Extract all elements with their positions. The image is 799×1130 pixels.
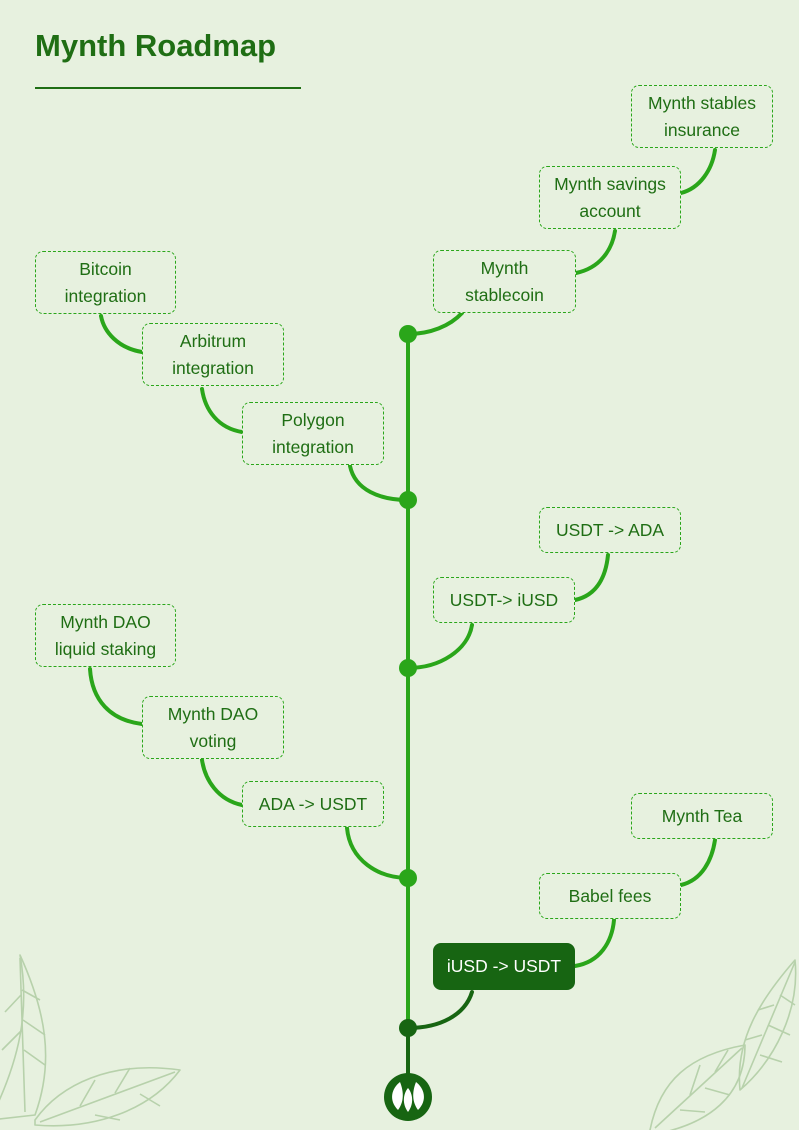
milestone-mynth-dao-liquid-staking: Mynth DAO liquid staking <box>35 604 176 667</box>
milestone-label: Babel fees <box>568 885 652 906</box>
milestone-label: Mynth DAO liquid staking <box>54 611 157 659</box>
junction-node <box>399 869 417 887</box>
milestone-label: Arbitrum integration <box>172 330 254 378</box>
connector-ada-usdt <box>345 826 410 880</box>
decorative-leaves-icon <box>0 954 797 1130</box>
milestone-ada-usdt: ADA -> USDT <box>242 781 384 827</box>
milestone-mynth-tea: Mynth Tea <box>631 793 773 839</box>
milestone-iusd-usdt: iUSD -> USDT <box>433 943 575 990</box>
page-title: Mynth Roadmap <box>35 28 277 63</box>
milestone-bitcoin-integration: Bitcoin integration <box>35 251 176 314</box>
junction-node <box>399 325 417 343</box>
connector-bitcoin <box>99 314 144 354</box>
connector-mynth-tea <box>679 838 717 887</box>
milestone-mynth-dao-voting: Mynth DAO voting <box>142 696 284 759</box>
milestone-label: iUSD -> USDT <box>446 956 562 976</box>
milestone-label: Mynth stablecoin <box>465 257 544 305</box>
milestone-label: Bitcoin integration <box>64 258 147 306</box>
connector-usdt-iusd <box>406 623 474 670</box>
milestone-babel-fees: Babel fees <box>539 873 681 919</box>
connector-dao-voting <box>200 758 244 807</box>
milestone-label: Polygon integration <box>272 409 354 457</box>
connector-usdt-ada <box>573 553 610 602</box>
connector-babel-fees <box>573 918 616 968</box>
milestone-label: Mynth Tea <box>661 805 743 826</box>
milestone-usdt-iusd: USDT-> iUSD <box>433 577 575 623</box>
junction-node-current <box>399 1019 417 1037</box>
milestone-label: ADA -> USDT <box>258 793 368 814</box>
connector-arbitrum <box>200 387 244 434</box>
mynth-leaf-logo-icon <box>384 1073 432 1121</box>
milestone-usdt-ada: USDT -> ADA <box>539 507 681 553</box>
milestone-label: USDT-> iUSD <box>449 589 559 610</box>
milestone-mynth-stablecoin: Mynth stablecoin <box>433 250 576 313</box>
milestone-label: Mynth DAO voting <box>167 703 259 751</box>
connector-iusd-usdt <box>406 990 474 1030</box>
connector-polygon <box>348 464 410 502</box>
junction-node <box>399 659 417 677</box>
connector-insurance <box>679 148 717 195</box>
milestone-mynth-stables-insurance: Mynth stables insurance <box>631 85 773 148</box>
milestone-polygon-integration: Polygon integration <box>242 402 384 465</box>
connector-dao-staking <box>88 667 144 726</box>
title-underline <box>35 87 301 89</box>
milestone-mynth-savings-account: Mynth savings account <box>539 166 681 229</box>
junction-node <box>399 491 417 509</box>
milestone-arbitrum-integration: Arbitrum integration <box>142 323 284 386</box>
connector-savings <box>574 229 617 275</box>
milestone-label: USDT -> ADA <box>555 519 665 540</box>
milestone-label: Mynth savings account <box>554 173 666 221</box>
milestone-label: Mynth stables insurance <box>648 92 756 140</box>
